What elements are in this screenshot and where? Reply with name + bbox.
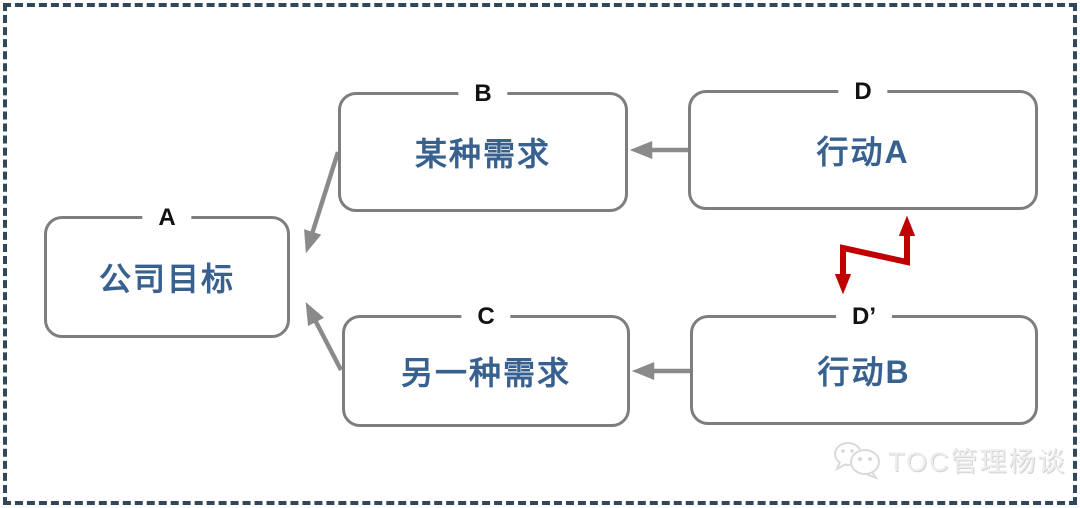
node-b-tag: B — [458, 79, 508, 109]
node-b-text: 某种需求 — [414, 136, 551, 172]
node-c-other-requirement: C 另一种需求 — [342, 302, 630, 427]
node-a-company-goal: A 公司目标 — [44, 203, 290, 338]
conflict-zigzag-arrow — [834, 215, 916, 295]
node-a-tag: A — [142, 203, 192, 233]
node-a-text: 公司目标 — [98, 261, 235, 297]
watermark: TOC管理杨谈 — [832, 438, 1067, 480]
arrow-c-to-a — [305, 302, 343, 372]
wechat-bubbles-icon — [834, 442, 880, 480]
node-d-prime-text: 行动B — [817, 354, 911, 390]
watermark-text: TOC管理杨谈 — [888, 446, 1067, 477]
node-d-prime-action-b: D’ 行动B — [690, 302, 1038, 425]
node-c-text: 另一种需求 — [400, 355, 571, 391]
node-d-prime-tag: D’ — [836, 302, 892, 332]
node-c-tag: C — [461, 302, 511, 332]
node-b-requirement: B 某种需求 — [338, 79, 628, 212]
node-d-text: 行动A — [816, 134, 910, 170]
node-d-tag: D — [838, 77, 888, 107]
node-d-action-a: D 行动A — [688, 77, 1038, 210]
arrow-b-to-a — [304, 151, 341, 254]
